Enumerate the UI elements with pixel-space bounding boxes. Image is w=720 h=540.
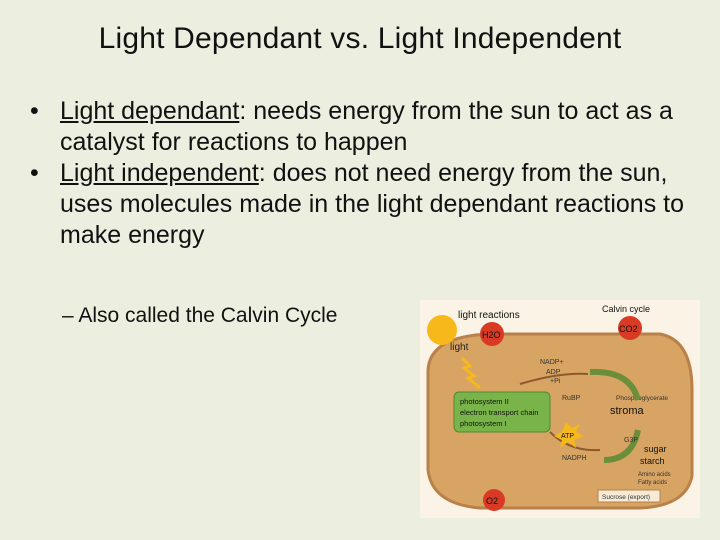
light-ray-icon bbox=[460, 356, 481, 390]
g3p-label: G3P bbox=[624, 437, 638, 444]
calvin-cycle-label: Calvin cycle bbox=[602, 304, 650, 314]
starch-label: starch bbox=[640, 456, 665, 466]
co2-label: CO2 bbox=[619, 324, 638, 334]
bullet-term: Light independent bbox=[60, 159, 259, 187]
bullet-light-independent: • Light independent: does not need energy… bbox=[30, 158, 690, 251]
sucrose-label: Sucrose (export) bbox=[602, 494, 650, 501]
bullet-dot: • bbox=[30, 159, 39, 187]
electron-chain-label: electron transport chain bbox=[460, 408, 538, 417]
bullet-text: : needs energy from the sun to act as a … bbox=[60, 97, 673, 156]
photosystem1-label: photosystem I bbox=[460, 419, 507, 428]
sun-icon bbox=[427, 315, 457, 345]
energy-arrow bbox=[549, 431, 601, 452]
nadp-label: NADP+ bbox=[540, 359, 564, 366]
bullet-light-dependant: • Light dependant: needs energy from the … bbox=[30, 96, 690, 158]
thylakoid-block bbox=[453, 391, 551, 433]
light-label: light bbox=[450, 342, 469, 353]
bullet-list: • Light dependant: needs energy from the … bbox=[30, 96, 690, 251]
bullet-term: Light dependant bbox=[60, 97, 240, 125]
sugar-label: sugar bbox=[644, 444, 667, 454]
h2o-label: H2O bbox=[482, 330, 501, 340]
adp-label: ADP bbox=[546, 369, 561, 376]
o2-label: O2 bbox=[486, 496, 498, 506]
fatty-label: Fatty acids bbox=[638, 480, 667, 486]
bullet-dot: • bbox=[30, 97, 39, 125]
atp-burst-icon bbox=[554, 422, 584, 448]
stroma-label: stroma bbox=[610, 405, 645, 417]
bullet-text: : does not need energy from the sun, use… bbox=[60, 159, 684, 249]
sub-bullet-calvin-cycle: – Also called the Calvin Cycle bbox=[62, 304, 338, 327]
co2-molecule bbox=[618, 316, 642, 340]
energy-arrow bbox=[519, 372, 589, 385]
nadph-label: NADPH bbox=[562, 455, 587, 462]
atp-label: ATP bbox=[561, 433, 574, 440]
h2o-molecule bbox=[480, 322, 504, 346]
light-reactions-label: light reactions bbox=[458, 310, 520, 321]
calvin-cycle-arrow bbox=[603, 429, 641, 463]
slide-title: Light Dependant vs. Light Independent bbox=[98, 22, 622, 55]
rubp-label: RuBP bbox=[562, 395, 581, 402]
amino-label: Amino acids bbox=[638, 472, 671, 478]
phosphoglycerate-label: Phosphoglycerate bbox=[616, 395, 668, 402]
photosystem2-label: photosystem II bbox=[460, 397, 509, 406]
calvin-cycle-arrow bbox=[589, 368, 641, 401]
sucrose-box bbox=[597, 489, 661, 503]
chloroplast-diagram: light photosystem II electron transport … bbox=[420, 300, 700, 518]
pi-label: +Pi bbox=[550, 378, 561, 385]
o2-molecule bbox=[483, 489, 505, 511]
